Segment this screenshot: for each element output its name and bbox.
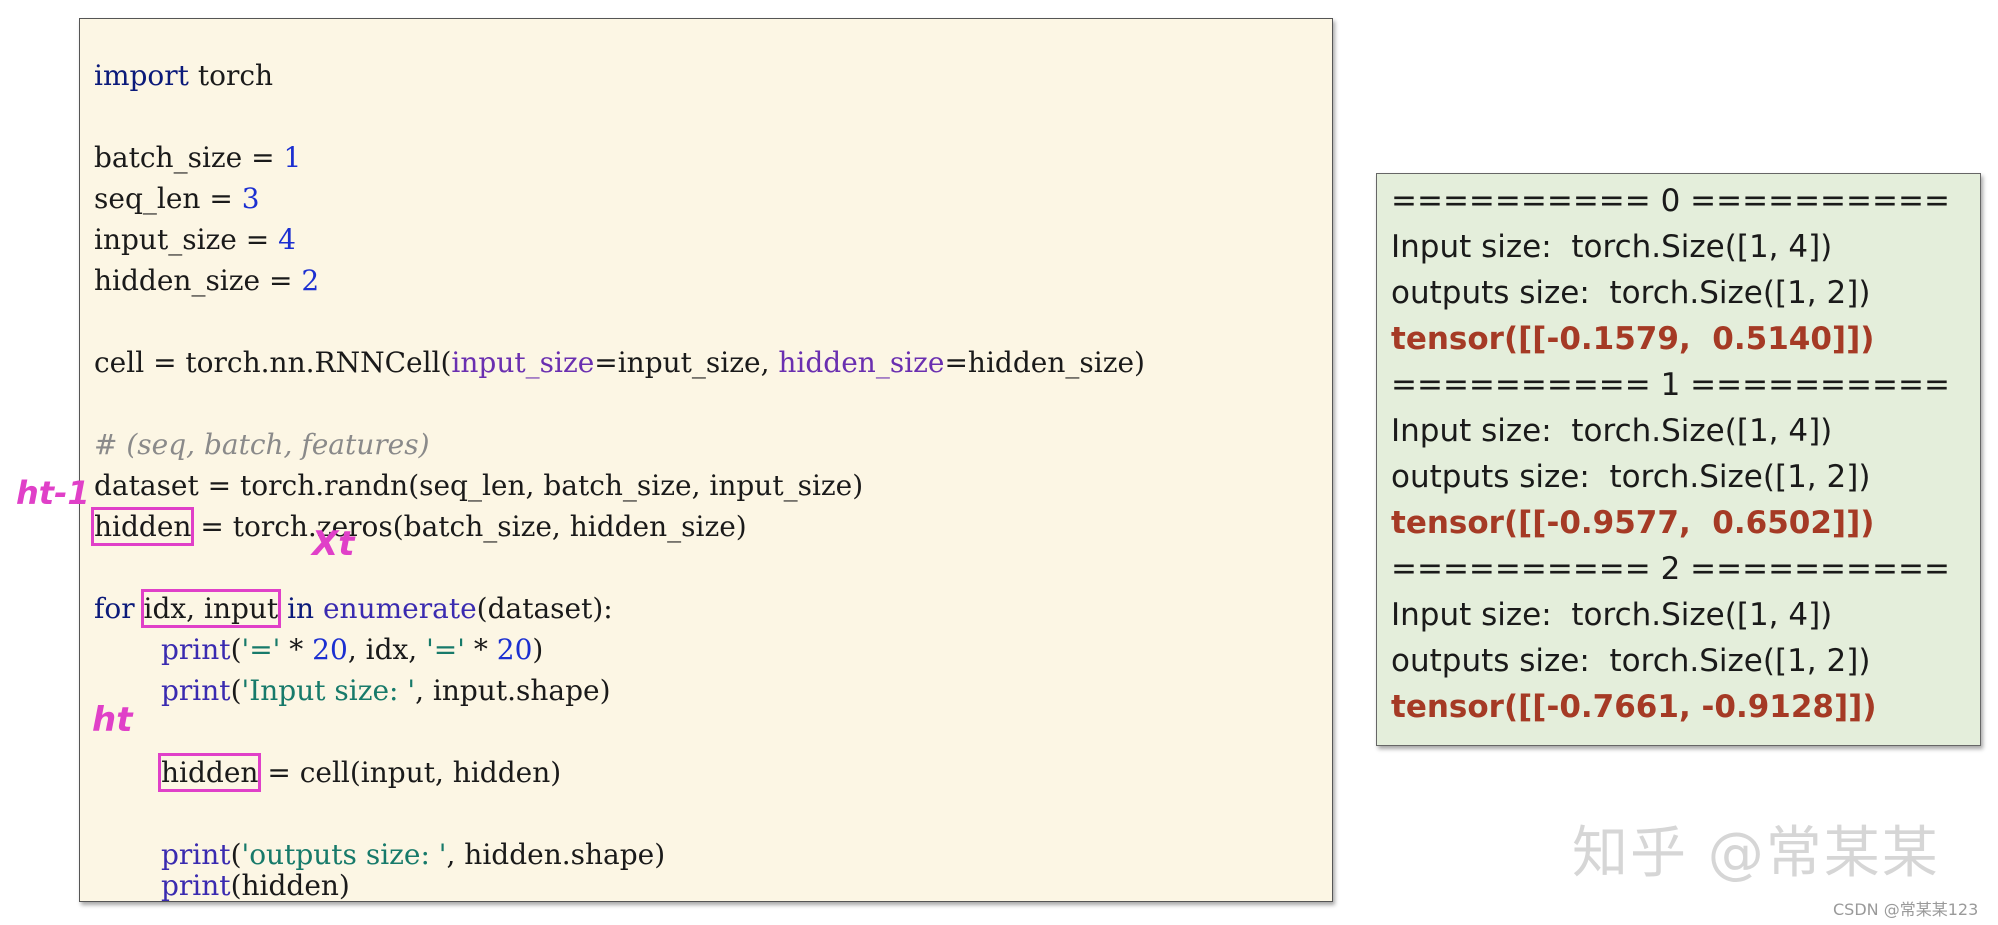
code-line-20: print('outputs size: ', hidden.shape) (161, 834, 665, 875)
string-literal: 'Input size: ' (241, 674, 416, 707)
code-text: = cell(input, hidden) (258, 756, 562, 789)
string-literal: '=' (241, 633, 281, 666)
number-literal: 4 (278, 223, 296, 256)
code-line-16: print('Input size: ', input.shape) (161, 670, 611, 711)
footer-credit: CSDN @常某某123 (1833, 900, 1979, 919)
code-panel: import torch batch_size = 1 seq_len = 3 … (79, 18, 1333, 902)
builtin-function: enumerate (322, 592, 477, 625)
string-literal: '=' (426, 633, 465, 666)
code-text: * (464, 633, 497, 666)
code-text: ) (532, 633, 544, 666)
output-separator-line: ========== 1 ========== (1391, 367, 1950, 403)
code-text: , input.shape) (415, 674, 611, 707)
output-separator-line: ========== 0 ========== (1391, 183, 1950, 219)
code-line-18: hidden = cell(input, hidden) (157, 752, 562, 793)
code-text: hidden_size = (94, 264, 302, 297)
code-text: (dataset): (476, 592, 613, 625)
string-literal: 'outputs size: ' (241, 838, 447, 871)
output-text-line: Input size: torch.Size([1, 4]) (1391, 413, 1833, 449)
annotation-xt: Xt (312, 524, 355, 564)
keyword-arg: hidden_size (778, 346, 945, 379)
number-literal: 20 (312, 633, 348, 666)
code-text: (hidden) (230, 869, 350, 902)
builtin-function: print (161, 674, 231, 707)
builtin-function: print (161, 838, 231, 871)
code-line-21: print(hidden) (161, 871, 350, 901)
annotation-ht-minus-1: ht-1 (16, 474, 90, 512)
output-separator-line: ========== 2 ========== (1391, 551, 1950, 587)
annotation-ht: ht (92, 700, 133, 740)
code-text: * (280, 633, 313, 666)
code-line-12: hidden = torch.zeros(batch_size, hidden_… (90, 506, 747, 547)
code-text: , idx, (347, 633, 427, 666)
code-line-5: input_size = 4 (94, 219, 296, 260)
code-line-11: dataset = torch.randn(seq_len, batch_siz… (94, 469, 864, 502)
code-text: = torch.zeros(batch_size, hidden_size) (191, 510, 747, 543)
code-line-6: hidden_size = 2 (94, 260, 319, 301)
code-text: ( (230, 633, 242, 666)
number-literal: 1 (283, 141, 302, 174)
number-literal: 2 (301, 264, 320, 297)
output-text-line: outputs size: torch.Size([1, 2]) (1391, 275, 1871, 311)
code-line-14: for idx, input in enumerate(dataset): (94, 588, 613, 629)
code-text: =input_size, (594, 346, 779, 379)
code-text: =hidden_size) (944, 346, 1145, 379)
code-line-3: batch_size = 1 (94, 137, 301, 178)
code-text: torch (188, 59, 274, 92)
code-text: batch_size = (94, 141, 284, 174)
watermark: 知乎 @常某某 (1572, 821, 1940, 886)
code-line-15: print('=' * 20, idx, '=' * 20) (161, 629, 543, 670)
output-text-line: Input size: torch.Size([1, 4]) (1391, 229, 1833, 265)
builtin-function: print (161, 869, 231, 902)
output-tensor-line: tensor([[-0.1579, 0.5140]]) (1391, 321, 1875, 357)
keyword: in (278, 592, 323, 625)
output-tensor-line: tensor([[-0.9577, 0.6502]]) (1391, 505, 1875, 541)
code-line-8: cell = torch.nn.RNNCell(input_size=input… (94, 342, 1145, 383)
keyword: import (94, 59, 189, 92)
keyword-arg: input_size (451, 346, 595, 379)
code-text: ( (230, 838, 242, 871)
output-text-line: Input size: torch.Size([1, 4]) (1391, 597, 1833, 633)
code-text: ( (230, 674, 242, 707)
highlight-box-hidden-prev: hidden (90, 507, 195, 546)
builtin-function: print (161, 633, 231, 666)
code-text: , hidden.shape) (446, 838, 666, 871)
output-tensor-line: tensor([[-0.7661, -0.9128]]) (1391, 689, 1877, 725)
code-text: cell = torch.nn.RNNCell( (94, 346, 452, 379)
code-line-4: seq_len = 3 (94, 178, 260, 219)
highlight-box-idx-input: idx, input (140, 589, 282, 628)
code-text: input_size = (94, 223, 279, 256)
highlight-box-hidden-new: hidden (157, 753, 262, 792)
number-literal: 3 (241, 182, 260, 215)
output-panel: ========== 0 ========== Input size: torch… (1376, 173, 1981, 746)
output-text-line: outputs size: torch.Size([1, 2]) (1391, 459, 1871, 495)
code-text: seq_len = (94, 182, 242, 215)
number-literal: 20 (496, 633, 533, 666)
output-text-line: outputs size: torch.Size([1, 2]) (1391, 643, 1871, 679)
code-line-1: import torch (94, 55, 273, 96)
code-comment: # (seq, batch, features) (94, 428, 430, 461)
keyword: for (94, 592, 144, 625)
